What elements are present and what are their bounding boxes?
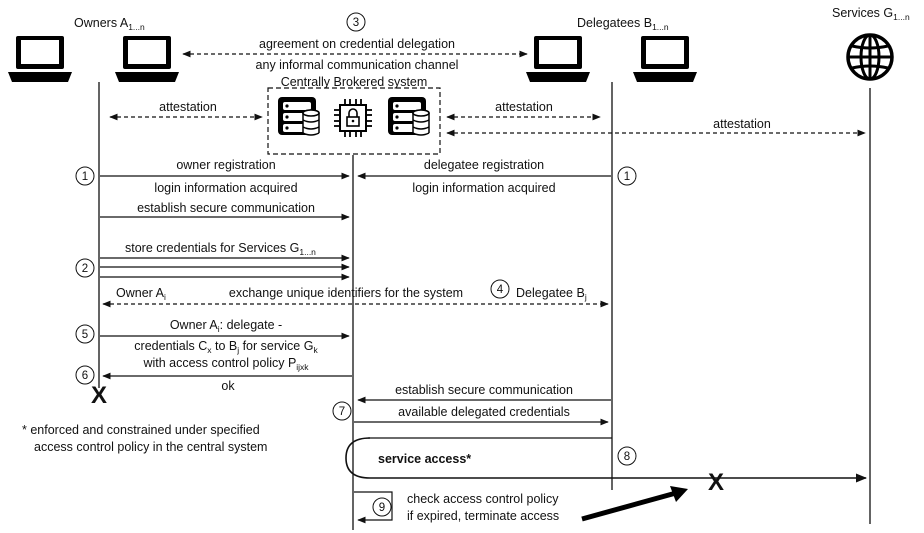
step-2-marker bbox=[75, 258, 95, 278]
store-credentials-label: store credentials for Services G1...n bbox=[125, 241, 316, 257]
central-system-box bbox=[267, 87, 441, 155]
svg-text:6: 6 bbox=[82, 370, 88, 382]
available-credentials-label: available delegated credentials bbox=[398, 405, 570, 419]
delegate-line-2: credentials Cx to Bj for service Gk bbox=[134, 339, 318, 355]
service-terminate-x-icon: X bbox=[708, 469, 724, 496]
exchange-ids-label: exchange unique identifiers for the syst… bbox=[229, 286, 463, 300]
svg-text:7: 7 bbox=[339, 406, 345, 418]
footnote-line-2: access control policy in the central sys… bbox=[34, 440, 267, 454]
svg-text:9: 9 bbox=[379, 502, 385, 514]
step-7-marker bbox=[332, 401, 352, 421]
agreement-label: agreement on credential delegation bbox=[259, 37, 455, 51]
delegate-line-1: Owner Ai: delegate - bbox=[170, 318, 282, 334]
step-8-marker bbox=[617, 446, 637, 466]
informal-channel-label: any informal communication channel bbox=[256, 58, 459, 72]
server-database-icon bbox=[387, 96, 430, 136]
delegate-line-3: with access control policy Pijxk bbox=[142, 356, 309, 372]
owner-ai-label: Owner Ai bbox=[116, 286, 166, 302]
owner-attestation-label: attestation bbox=[159, 100, 217, 114]
svg-text:3: 3 bbox=[353, 17, 359, 29]
delegatee-login-label: login information acquired bbox=[412, 181, 555, 195]
establish-secure-label-delegatee: establish secure communication bbox=[395, 383, 573, 397]
central-system-label: Centrally Brokered system bbox=[281, 75, 428, 89]
step-1-delegatee-marker bbox=[617, 166, 637, 186]
services-label: Services G1...n bbox=[832, 6, 910, 22]
laptop-icon bbox=[526, 36, 590, 82]
secure-chip-icon bbox=[334, 99, 372, 137]
step-4-marker bbox=[490, 279, 510, 299]
delegatees-label: Delegatees B1...n bbox=[577, 16, 669, 32]
terminate-access-arrowhead bbox=[670, 486, 688, 502]
step-9-marker bbox=[372, 497, 392, 517]
step-5-marker bbox=[75, 324, 95, 344]
delegatee-attestation-label: attestation bbox=[495, 100, 553, 114]
service-access-loop bbox=[345, 437, 868, 483]
step-1-owner-marker bbox=[75, 166, 95, 186]
owner-terminate-x-icon: X bbox=[91, 382, 107, 409]
laptop-icon bbox=[115, 36, 179, 82]
owner-registration-label: owner registration bbox=[176, 158, 275, 172]
check-policy-line-1: check access control policy bbox=[407, 492, 559, 506]
globe-icon bbox=[846, 33, 894, 81]
svg-text:5: 5 bbox=[82, 329, 88, 341]
svg-text:2: 2 bbox=[82, 263, 88, 275]
owner-login-label: login information acquired bbox=[154, 181, 297, 195]
step-6-marker bbox=[75, 365, 95, 385]
svg-text:8: 8 bbox=[624, 451, 630, 463]
svg-text:4: 4 bbox=[497, 284, 504, 296]
owners-label: Owners A1...n bbox=[74, 16, 145, 32]
service-access-label: service access* bbox=[378, 452, 471, 466]
server-database-icon bbox=[277, 96, 320, 136]
check-policy-loop bbox=[354, 491, 393, 524]
svg-text:1: 1 bbox=[82, 171, 88, 183]
step-3-marker bbox=[346, 12, 366, 32]
footnote-line-1: * enforced and constrained under specifi… bbox=[22, 423, 260, 437]
terminate-access-arrow bbox=[581, 490, 677, 522]
svg-text:1: 1 bbox=[624, 171, 630, 183]
laptop-icon bbox=[633, 36, 697, 82]
establish-secure-label-owner: establish secure communication bbox=[137, 201, 315, 215]
delegatee-registration-label: delegatee registration bbox=[424, 158, 544, 172]
laptop-icon bbox=[8, 36, 72, 82]
check-policy-line-2: if expired, terminate access bbox=[407, 509, 559, 523]
service-attestation-label: attestation bbox=[713, 117, 771, 131]
ok-label: ok bbox=[221, 379, 235, 393]
delegatee-bj-label: Delegatee Bj bbox=[516, 286, 587, 302]
